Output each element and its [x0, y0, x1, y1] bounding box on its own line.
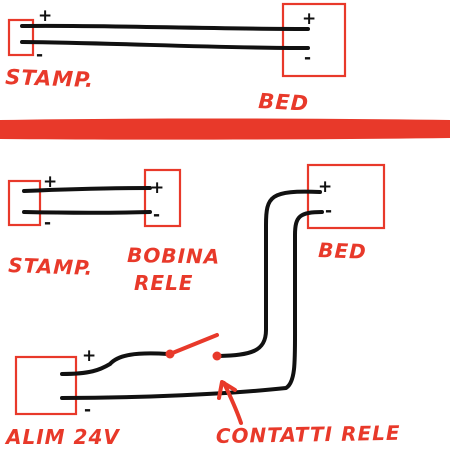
top-printer-label: STAMP. [5, 65, 95, 92]
section-divider [0, 118, 450, 140]
supply-negative-to-bed-wire [60, 210, 324, 400]
top-bed-minus-sign: - [304, 48, 311, 68]
supply-plus-sign: + [82, 346, 96, 366]
top-negative-wire [20, 40, 310, 50]
relay-switch-blade [168, 333, 219, 356]
supply-minus-sign: - [84, 400, 91, 420]
relay-contact-right [212, 351, 222, 361]
top-printer-block [7, 18, 35, 57]
relay-coil-minus-sign: - [153, 205, 160, 225]
relay-coil-plus-sign: + [150, 178, 164, 198]
relay-contact-left [165, 349, 175, 359]
bottom-bed-block [306, 163, 386, 230]
contacts-pointer-arrow [217, 380, 243, 425]
relay-coil-block [143, 168, 182, 228]
top-positive-wire [20, 23, 310, 31]
bottom-printer-plus-sign: + [43, 172, 57, 192]
coil-positive-wire [22, 186, 152, 193]
top-direct-connection: + - + - STAMP. BED [5, 2, 347, 116]
relay-coil-label-line2: RELE [134, 271, 193, 295]
bottom-printer-minus-sign: - [44, 213, 51, 233]
bottom-bed-label: BED [318, 238, 367, 264]
bottom-printer-block [7, 179, 42, 227]
top-bed-plus-sign: + [302, 9, 316, 29]
relay-coil-label-line1: BOBINA [127, 243, 221, 269]
top-bed-block [281, 2, 347, 78]
power-supply-block [14, 355, 78, 416]
top-printer-minus-sign: - [36, 45, 43, 65]
bottom-bed-minus-sign: - [325, 201, 332, 221]
coil-negative-wire [22, 210, 152, 215]
bottom-bed-plus-sign: + [318, 177, 332, 197]
supply-positive-to-contact-wire [60, 351, 170, 376]
top-bed-label: BED [258, 89, 310, 116]
top-printer-plus-sign: + [38, 6, 52, 26]
bottom-printer-label: STAMP. [8, 253, 94, 280]
power-supply-label: ALIM 24V [4, 425, 120, 449]
bottom-relay-connection: + - + - + - + - ST [4, 163, 401, 449]
contact-to-bed-positive-wire [217, 189, 322, 358]
relay-contacts-label: CONTATTI RELE [216, 421, 401, 448]
